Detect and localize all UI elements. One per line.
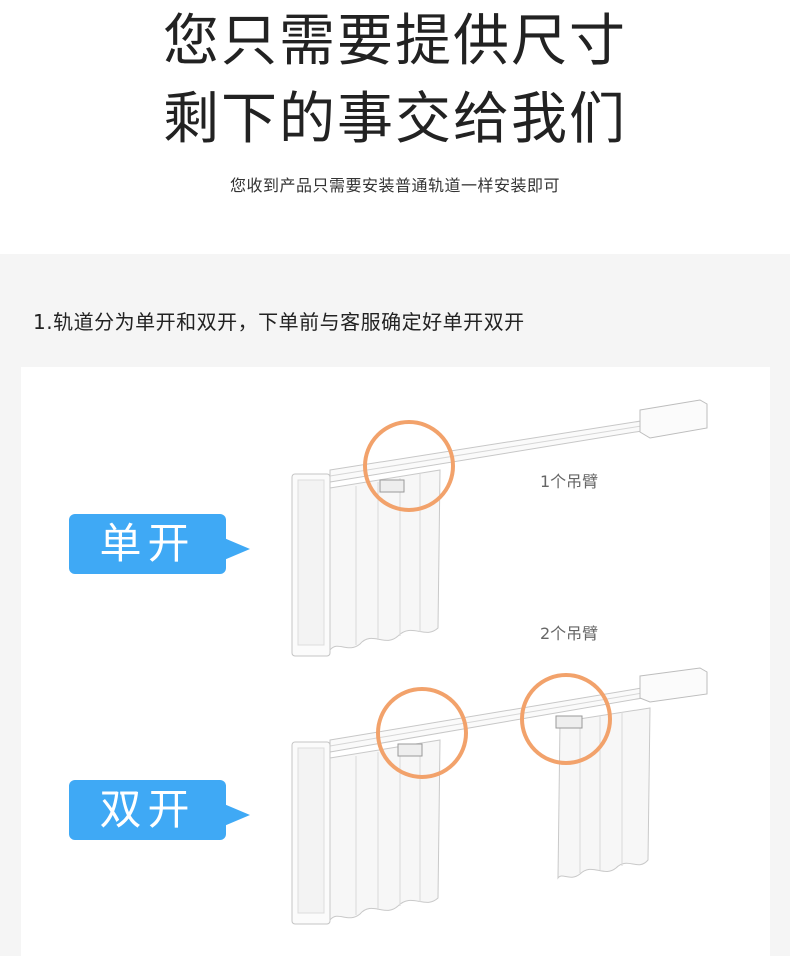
headline-line-1: 您只需要提供尺寸 — [163, 9, 627, 74]
single-arm-callout: 1个吊臂 — [540, 472, 599, 491]
single-arm-highlight-circle — [363, 420, 455, 512]
double-arm-highlight-circle-left — [376, 687, 468, 779]
subtitle: 您收到产品只需要安装普通轨道一样安装即可 — [229, 176, 560, 195]
double-arm-callout: 2个吊臂 — [540, 624, 599, 643]
double-open-track — [291, 667, 708, 925]
single-open-tag: 单开 — [69, 514, 250, 574]
header-section: 您只需要提供尺寸 剩下的事交给我们 您收到产品只需要安装普通轨道一样安装即可 — [0, 0, 790, 254]
double-open-tag: 双开 — [69, 780, 250, 840]
double-arm-highlight-circle-right — [520, 673, 612, 765]
single-open-track — [291, 399, 708, 657]
section-title: 1.轨道分为单开和双开，下单前与客服确定好单开双开 — [33, 310, 525, 334]
headline-line-2: 剩下的事交给我们 — [163, 87, 627, 152]
